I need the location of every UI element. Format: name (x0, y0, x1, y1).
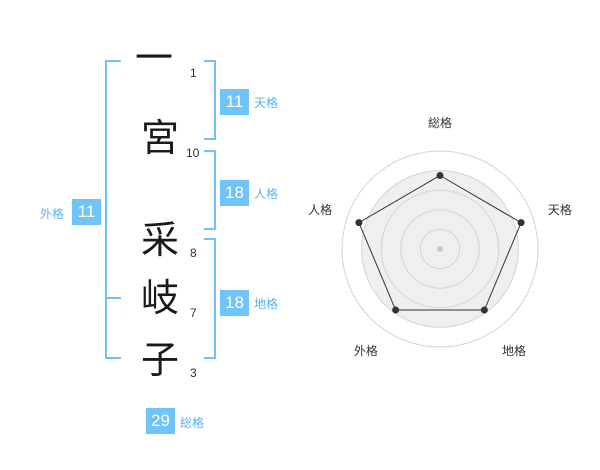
radar-axis-label: 天格 (548, 202, 572, 217)
radar-axis-label: 人格 (308, 202, 332, 217)
tenkaku-label: 天格 (254, 96, 279, 110)
radar-axis-label: 外格 (354, 343, 378, 358)
chikaku-value: 18 (220, 290, 249, 316)
gaikaku-value: 11 (72, 199, 101, 225)
radar-axis-label: 総格 (428, 115, 452, 130)
stroke-count-4: 7 (190, 306, 197, 320)
name-char-3: 采 (140, 218, 179, 262)
radar-point (392, 306, 400, 314)
name-char-1: 一 (134, 36, 173, 80)
soukaku-value: 29 (146, 408, 175, 434)
name-char-2: 宮 (140, 116, 179, 160)
stroke-count-3: 8 (190, 246, 197, 260)
chikaku-bracket-top (204, 238, 216, 240)
chikaku-bracket-vertical (214, 238, 216, 359)
radar-point (355, 219, 363, 227)
radar-center-dot (437, 246, 443, 252)
radar-polygon (358, 174, 522, 311)
tenkaku-bracket-vertical (214, 60, 216, 140)
jinkaku-label: 人格 (254, 187, 279, 201)
stroke-count-5: 3 (190, 366, 197, 380)
chikaku-bracket-bottom (204, 357, 216, 359)
name-char-4: 岐 (140, 276, 179, 320)
radar-point (517, 219, 525, 227)
gaikaku-bracket-vertical (105, 60, 107, 359)
jinkaku-bracket-bottom (204, 228, 216, 230)
jinkaku-bracket-vertical (214, 150, 216, 230)
stroke-count-1: 1 (190, 66, 197, 80)
stroke-count-2: 10 (186, 146, 200, 160)
gaikaku-bracket-mid (105, 297, 121, 299)
name-char-5: 子 (140, 338, 179, 382)
gaikaku-bracket-bottom (105, 357, 121, 359)
tenkaku-value: 11 (220, 89, 249, 115)
chikaku-label: 地格 (254, 297, 279, 311)
gaikaku-label: 外格 (40, 207, 65, 221)
radar-axis-label: 地格 (502, 343, 526, 358)
soukaku-label: 総格 (180, 416, 205, 430)
gaikaku-bracket-top (105, 60, 121, 62)
tenkaku-bracket-top (204, 60, 216, 62)
tenkaku-bracket-bottom (204, 138, 216, 140)
jinkaku-value: 18 (220, 180, 249, 206)
radar-point (436, 172, 444, 179)
radar-point (480, 306, 488, 314)
jinkaku-bracket-top (204, 150, 216, 152)
